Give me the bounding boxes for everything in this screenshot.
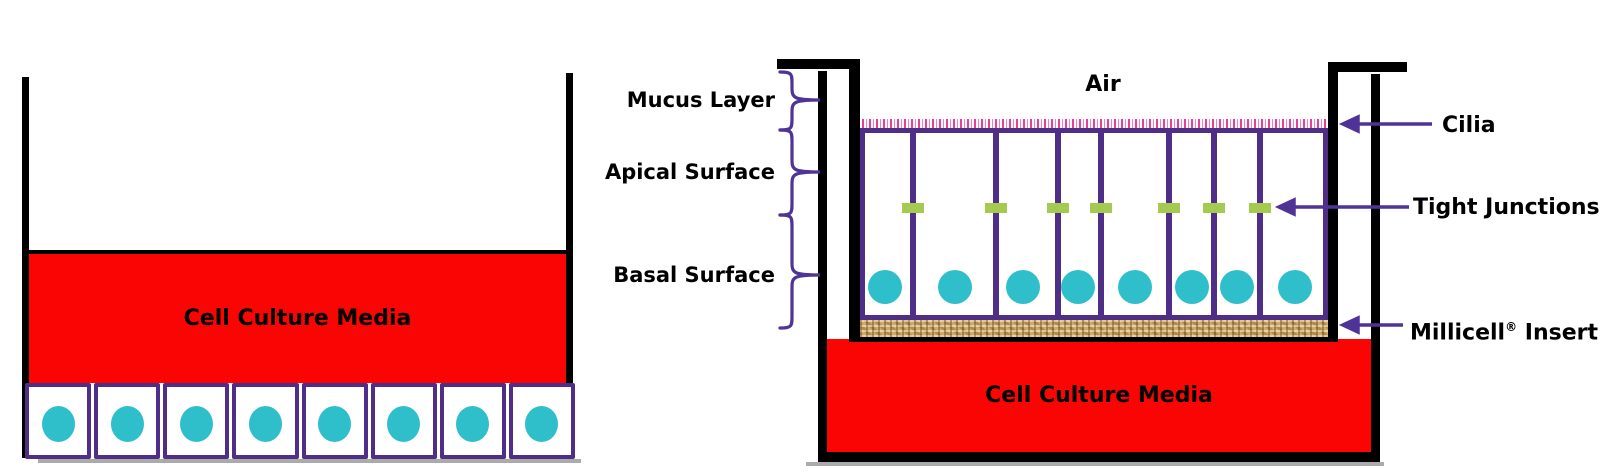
- tight-junctions-arrow-head: [1274, 197, 1296, 217]
- tight-junctions-label: Tight Junctions: [1413, 195, 1600, 220]
- left-cell: [370, 383, 437, 459]
- basal-surface-brace: [778, 213, 821, 330]
- cilia-fringe: [862, 119, 1328, 129]
- right-cell-culture-media: Cell Culture Media: [827, 339, 1371, 452]
- cell-nucleus: [387, 405, 421, 442]
- cell-nucleus: [1175, 270, 1209, 304]
- right-media-label: Cell Culture Media: [985, 383, 1213, 408]
- left-cell: [508, 383, 575, 459]
- left-cell: [232, 383, 299, 459]
- cell-nucleus: [318, 405, 352, 442]
- left-media-surface-line: [22, 250, 573, 254]
- left-well-right-wall: [566, 73, 573, 458]
- cell-nucleus: [179, 405, 213, 442]
- insert-right-rim: [1329, 62, 1407, 72]
- tight-junction: [1249, 203, 1271, 213]
- mucus-layer-brace: [778, 70, 821, 132]
- cell-divider: [1211, 133, 1217, 315]
- right-epithelial-cell-layer: [860, 128, 1328, 320]
- cell-nucleus: [1220, 270, 1254, 304]
- cell-nucleus: [1061, 270, 1095, 304]
- right-well-bottom: [818, 452, 1380, 462]
- left-media-label: Cell Culture Media: [183, 306, 412, 331]
- cell-nucleus: [248, 405, 282, 442]
- cell-nucleus: [868, 270, 902, 304]
- registered-trademark-symbol: ®: [1505, 320, 1518, 334]
- annotation-arrows: [1274, 114, 1432, 335]
- millicell-insert-label: Millicell® Insert: [1410, 320, 1598, 346]
- left-cell: [439, 383, 506, 459]
- millicell-arrow-head: [1338, 315, 1360, 335]
- cell-divider: [910, 133, 916, 315]
- membrane-bottom-line: [849, 337, 1338, 342]
- basal-surface-label: Basal Surface: [613, 263, 775, 287]
- tight-junction: [1090, 203, 1112, 213]
- left-cell: [301, 383, 368, 459]
- left-well-left-wall: [22, 77, 29, 458]
- left-cell-monolayer: [25, 383, 575, 459]
- cilia-arrow-head: [1338, 114, 1360, 134]
- left-cell-culture-media: Cell Culture Media: [29, 254, 566, 383]
- cell-nucleus: [938, 270, 972, 304]
- left-cell: [94, 383, 161, 459]
- air-label: Air: [1085, 72, 1121, 97]
- apical-surface-brace: [778, 128, 821, 217]
- cell-divider: [993, 133, 999, 315]
- left-well-shadow: [38, 459, 581, 463]
- braces-graphic: [778, 70, 821, 330]
- right-well-left-wall: [818, 71, 827, 461]
- tight-junction: [1203, 203, 1225, 213]
- cell-divider: [1257, 133, 1263, 315]
- mucus-layer-label: Mucus Layer: [626, 88, 775, 112]
- cell-nucleus: [1118, 270, 1152, 304]
- cell-nucleus: [1006, 270, 1040, 304]
- cell-nucleus: [1278, 270, 1312, 304]
- insert-left-wall: [849, 59, 860, 340]
- insert-left-rim: [777, 59, 860, 69]
- tight-junction: [902, 203, 924, 213]
- right-well-right-wall: [1371, 74, 1380, 461]
- apical-surface-label: Apical Surface: [604, 160, 775, 184]
- cell-divider: [1166, 133, 1172, 315]
- millicell-membrane: [860, 320, 1328, 337]
- cilia-label: Cilia: [1442, 113, 1496, 138]
- left-cell: [163, 383, 230, 459]
- tight-junction: [1047, 203, 1069, 213]
- cell-nucleus: [110, 405, 144, 442]
- insert-right-wall: [1328, 62, 1338, 340]
- tight-junction: [1158, 203, 1180, 213]
- left-cell: [25, 383, 92, 459]
- cell-divider: [1055, 133, 1061, 315]
- right-well-shadow: [806, 462, 1384, 466]
- cell-divider: [1098, 133, 1104, 315]
- cell-nucleus: [41, 405, 75, 442]
- cell-nucleus: [456, 405, 490, 442]
- tight-junction: [985, 203, 1007, 213]
- cell-nucleus: [525, 405, 559, 442]
